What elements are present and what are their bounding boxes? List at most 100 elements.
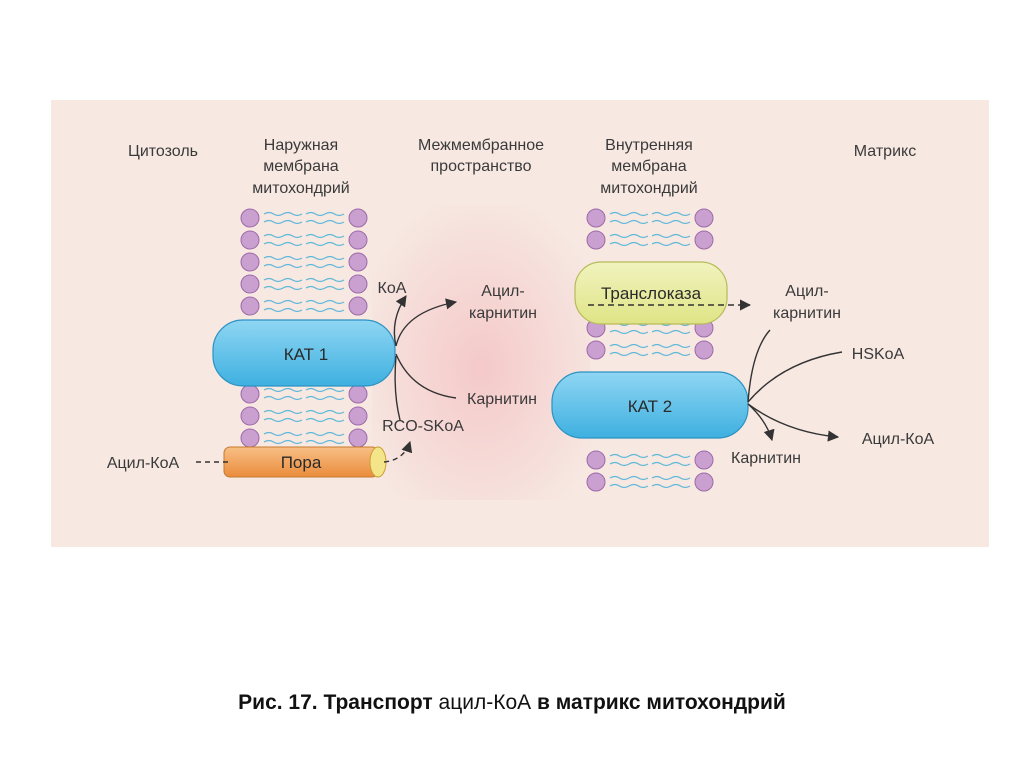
lipid-tail: [609, 219, 649, 225]
label-acylcarnitine-ims-2: карнитин: [469, 305, 537, 322]
lipid-tail: [263, 299, 303, 305]
label-inner-membrane-2: мембрана: [611, 158, 687, 175]
lipid-head: [240, 296, 260, 316]
lipid-tail: [263, 439, 303, 445]
lipid-head: [240, 428, 260, 448]
lipid-tail: [651, 475, 691, 481]
label-inner-membrane-1: Внутренняя: [605, 137, 693, 154]
arrow-acylcarnitine-to-kat2: [747, 329, 771, 403]
lipid-tail: [609, 343, 649, 349]
lipid-tail: [651, 453, 691, 459]
lipid-tail: [305, 255, 345, 261]
label-acyl-coa-in: Ацил-КоА: [107, 455, 180, 472]
label-cytosol: Цитозоль: [128, 143, 198, 160]
translocase-label: Транслоказа: [601, 284, 702, 303]
lipid-head: [348, 296, 368, 316]
lipid-tail: [651, 233, 691, 239]
lipid-head: [586, 230, 606, 250]
lipid-tail: [263, 431, 303, 437]
label-carnitine-ims: Карнитин: [467, 391, 537, 408]
lipid-tail: [609, 475, 649, 481]
lipid-tail: [263, 263, 303, 269]
lipid-head: [348, 230, 368, 250]
lipid-head: [586, 340, 606, 360]
label-ims-2: пространство: [431, 158, 532, 175]
label-outer-membrane-2: мембрана: [263, 158, 339, 175]
lipid-head: [240, 406, 260, 426]
label-carnitine-matrix: Карнитин: [731, 450, 801, 467]
lipid-head: [586, 208, 606, 228]
lipid-tail: [305, 439, 345, 445]
lipid-tail: [263, 417, 303, 423]
lipid-tail: [305, 431, 345, 437]
lipid-head: [240, 208, 260, 228]
lipid-tail: [263, 409, 303, 415]
lipid-tail: [263, 219, 303, 225]
label-acyl-coa-out: Ацил-КоА: [862, 431, 935, 448]
caption-suffix: в матрикс митохондрий: [531, 691, 786, 714]
lipid-tail: [609, 453, 649, 459]
arrow-kat2-carnitine: [747, 403, 775, 442]
lipid-head: [348, 208, 368, 228]
label-coa: КоА: [378, 280, 407, 297]
arrow-kat2-acyl-coa: [747, 403, 840, 442]
lipid-tail: [263, 233, 303, 239]
lipid-tail: [263, 277, 303, 283]
label-rco-skoa: RCO-SKoA: [382, 418, 464, 435]
lipid-tail: [263, 211, 303, 217]
lipid-head: [240, 384, 260, 404]
kat2-label: КАТ 2: [628, 397, 672, 416]
lipid-head: [586, 450, 606, 470]
label-acylcarnitine-matrix-2: карнитин: [773, 305, 841, 322]
lipid-tail: [609, 211, 649, 217]
lipid-head: [240, 230, 260, 250]
lipid-tail: [609, 351, 649, 357]
reaction-arrows: [196, 295, 843, 463]
lipid-tail: [263, 307, 303, 313]
pore-label: Пора: [281, 453, 322, 472]
lipid-tail: [305, 395, 345, 401]
label-ims-1: Межмембранное: [418, 137, 544, 154]
lipid-tail: [609, 483, 649, 489]
lipid-tail: [651, 241, 691, 247]
intermembrane-space-area: [372, 205, 590, 500]
lipid-tail: [263, 241, 303, 247]
lipid-tail: [305, 409, 345, 415]
lipid-head: [348, 406, 368, 426]
lipid-head: [348, 252, 368, 272]
lipid-head: [694, 450, 714, 470]
lipid-tail: [609, 241, 649, 247]
label-outer-membrane-1: Наружная: [264, 137, 338, 154]
lipid-tail: [305, 211, 345, 217]
arrow-carnitine-to-kat1: [395, 353, 457, 399]
lipid-head: [240, 252, 260, 272]
lipid-tail: [651, 329, 691, 335]
lipid-head: [348, 274, 368, 294]
lipid-tail: [609, 329, 649, 335]
lipid-tail: [305, 387, 345, 393]
lipid-tail: [263, 387, 303, 393]
outer-membrane: [240, 208, 368, 448]
kat2-enzyme: КАТ 2: [551, 371, 749, 439]
kat1-label: КАТ 1: [284, 345, 328, 364]
lipid-head: [694, 230, 714, 250]
label-acylcarnitine-ims-1: Ацил-: [481, 283, 524, 300]
lipid-tail: [305, 241, 345, 247]
translocase: Транслоказа: [574, 261, 728, 325]
arrow-rcoskoa-to-kat1: [394, 355, 401, 421]
kat1-enzyme: КАТ 1: [212, 319, 396, 387]
lipid-tail: [305, 263, 345, 269]
lipid-tail: [305, 219, 345, 225]
arrow-hskoa-to-kat2: [747, 351, 843, 403]
lipid-tail: [263, 255, 303, 261]
lipid-tail: [651, 219, 691, 225]
lipid-head: [694, 472, 714, 492]
arrow-kat1-acylcarnitine: [395, 298, 458, 347]
lipid-tail: [305, 307, 345, 313]
label-matrix: Матрикс: [854, 143, 916, 160]
lipid-head: [586, 472, 606, 492]
lipid-tail: [609, 461, 649, 467]
lipid-tail: [651, 351, 691, 357]
lipid-tail: [651, 483, 691, 489]
